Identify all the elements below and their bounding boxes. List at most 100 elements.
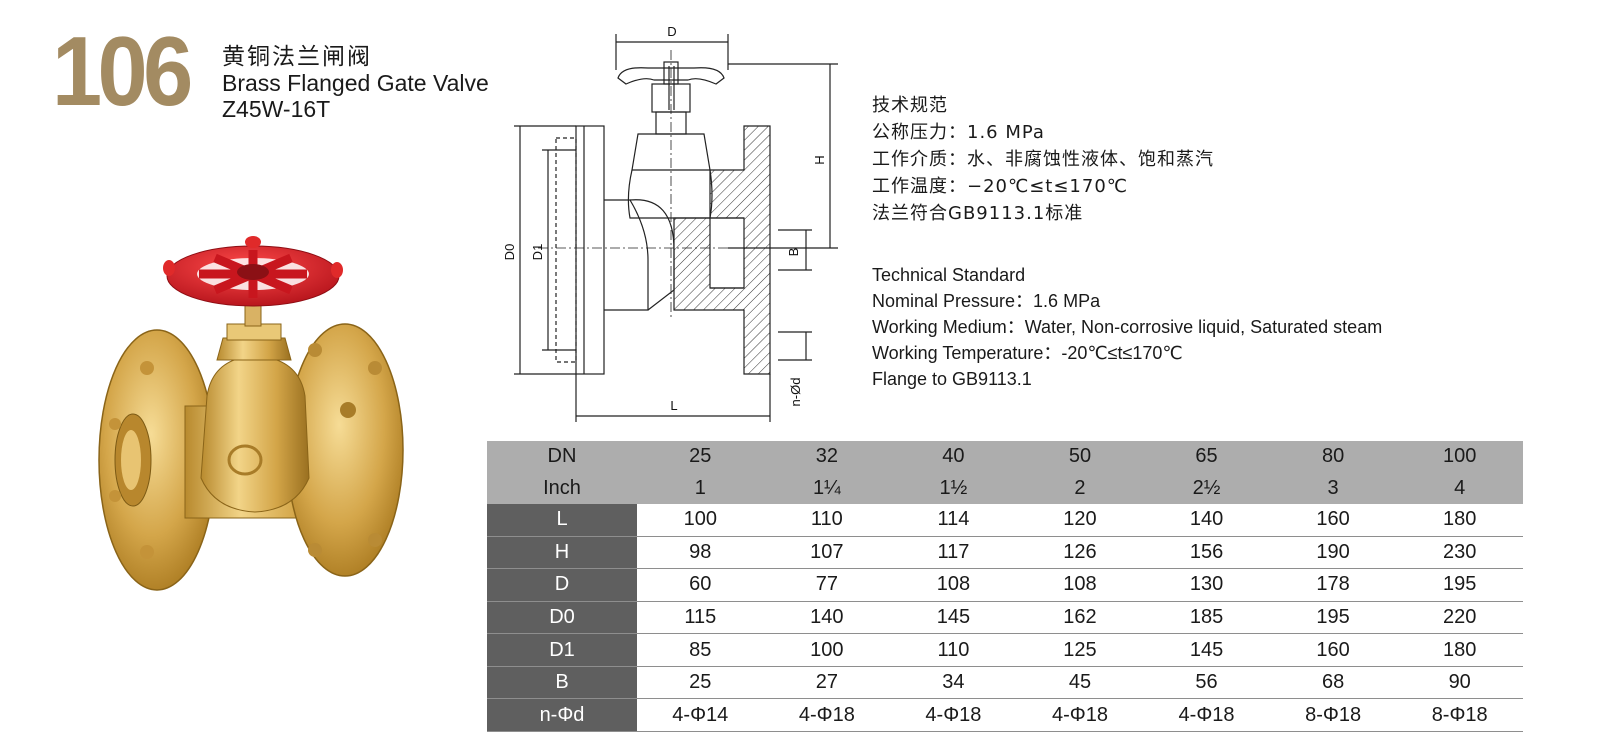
table-cell: 25 <box>637 666 764 700</box>
table-cell: 3 <box>1269 472 1397 505</box>
row-label: D1 <box>487 633 637 667</box>
table-cell: 145 <box>890 601 1017 635</box>
product-model-code: Z45W-16T <box>222 96 331 122</box>
table-cell: 178 <box>1269 568 1397 602</box>
spec-en-medium: Working Medium：Water, Non-corrosive liqu… <box>872 317 1383 337</box>
table-cell: 4-Φ18 <box>1016 698 1144 732</box>
table-cell: 2½ <box>1143 472 1270 505</box>
table-cell: 4-Φ18 <box>763 698 891 732</box>
row-label: Inch <box>487 472 637 505</box>
table-cell: 185 <box>1143 601 1270 635</box>
spec-en-heading: Technical Standard <box>872 265 1026 285</box>
table-cell: 195 <box>1269 601 1397 635</box>
table-cell: 180 <box>1396 633 1523 667</box>
table-cell: 110 <box>890 633 1017 667</box>
product-title-cn: 黄铜法兰闸阀 <box>222 44 372 70</box>
product-title-en: Brass Flanged Gate Valve <box>222 70 489 96</box>
table-cell: 25 <box>637 441 764 473</box>
spec-cn-flange: 法兰符合GB9113.1标准 <box>872 203 1084 224</box>
row-label: D0 <box>487 601 637 635</box>
table-cell: 230 <box>1396 536 1523 570</box>
table-cell: 108 <box>1016 568 1144 602</box>
table-cell: 45 <box>1016 666 1144 700</box>
table-cell: 190 <box>1269 536 1397 570</box>
table-cell: 2 <box>1016 472 1144 505</box>
table-cell: 32 <box>763 441 891 473</box>
spec-cn-pressure: 公称压力：1.6 MPa <box>872 122 1045 143</box>
row-label: DN <box>487 441 637 473</box>
table-cell: 160 <box>1269 633 1397 667</box>
table-cell: 1¼ <box>763 472 891 505</box>
table-cell: 68 <box>1269 666 1397 700</box>
table-cell: 77 <box>763 568 891 602</box>
table-cell: 65 <box>1143 441 1270 473</box>
table-cell: 100 <box>763 633 891 667</box>
table-cell: 108 <box>890 568 1017 602</box>
table-cell: 4 <box>1396 472 1523 505</box>
table-cell: 115 <box>637 601 764 635</box>
table-cell: 220 <box>1396 601 1523 635</box>
table-cell: 125 <box>1016 633 1144 667</box>
row-label: B <box>487 666 637 700</box>
table-cell: 126 <box>1016 536 1144 570</box>
valve-technical-drawing: D H B D0 D1 L n-Ød <box>502 24 838 422</box>
table-cell: 195 <box>1396 568 1523 602</box>
table-cell: 8-Φ18 <box>1269 698 1397 732</box>
table-cell: 110 <box>763 504 891 537</box>
spec-block-cn: 技术规范 公称压力：1.6 MPa 工作介质：水、非腐蚀性液体、饱和蒸汽 工作温… <box>872 92 1214 227</box>
model-number: 106 <box>52 16 193 126</box>
table-cell: 145 <box>1143 633 1270 667</box>
row-label: D <box>487 568 637 602</box>
table-cell: 98 <box>637 536 764 570</box>
table-cell: 8-Φ18 <box>1396 698 1523 732</box>
table-cell: 60 <box>637 568 764 602</box>
valve-product-photo <box>98 236 404 591</box>
table-cell: 80 <box>1269 441 1397 473</box>
dim-label-d1: D1 <box>530 244 545 261</box>
dim-label-l: L <box>670 398 677 413</box>
spec-block-en: Technical Standard Nominal Pressure：1.6 … <box>872 262 1382 392</box>
table-cell: 4-Φ18 <box>1143 698 1270 732</box>
table-cell: 162 <box>1016 601 1144 635</box>
table-cell: 120 <box>1016 504 1144 537</box>
spec-en-pressure: Nominal Pressure：1.6 MPa <box>872 291 1101 311</box>
table-cell: 117 <box>890 536 1017 570</box>
dim-label-b: B <box>786 248 801 257</box>
dim-label-d: D <box>667 24 676 39</box>
spec-cn-heading: 技术规范 <box>872 95 948 116</box>
table-cell: 130 <box>1143 568 1270 602</box>
table-cell: 40 <box>890 441 1017 473</box>
dim-label-h: H <box>812 155 827 164</box>
title-block: 黄铜法兰闸阀 Brass Flanged Gate Valve Z45W-16T <box>222 44 489 122</box>
dim-label-nd: n-Ød <box>788 378 803 407</box>
table-cell: 156 <box>1143 536 1270 570</box>
table-cell: 140 <box>763 601 891 635</box>
table-cell: 100 <box>1396 441 1523 473</box>
table-cell: 114 <box>890 504 1017 537</box>
spec-en-flange: Flange to GB9113.1 <box>872 369 1032 389</box>
table-cell: 1 <box>637 472 764 505</box>
table-cell: 34 <box>890 666 1017 700</box>
table-cell: 107 <box>763 536 891 570</box>
table-cell: 85 <box>637 633 764 667</box>
table-cell: 4-Φ14 <box>637 698 764 732</box>
table-cell: 50 <box>1016 441 1144 473</box>
table-cell: 140 <box>1143 504 1270 537</box>
spec-cn-medium: 工作介质：水、非腐蚀性液体、饱和蒸汽 <box>872 149 1214 170</box>
spec-en-temperature: Working Temperature：-20℃≤t≤170℃ <box>872 343 1183 363</box>
row-label: H <box>487 536 637 570</box>
table-cell: 1½ <box>890 472 1017 505</box>
spec-cn-temperature: 工作温度：−20℃≤t≤170℃ <box>872 176 1128 197</box>
table-cell: 100 <box>637 504 764 537</box>
row-label: n-Φd <box>487 698 637 732</box>
table-cell: 160 <box>1269 504 1397 537</box>
table-cell: 90 <box>1396 666 1523 700</box>
